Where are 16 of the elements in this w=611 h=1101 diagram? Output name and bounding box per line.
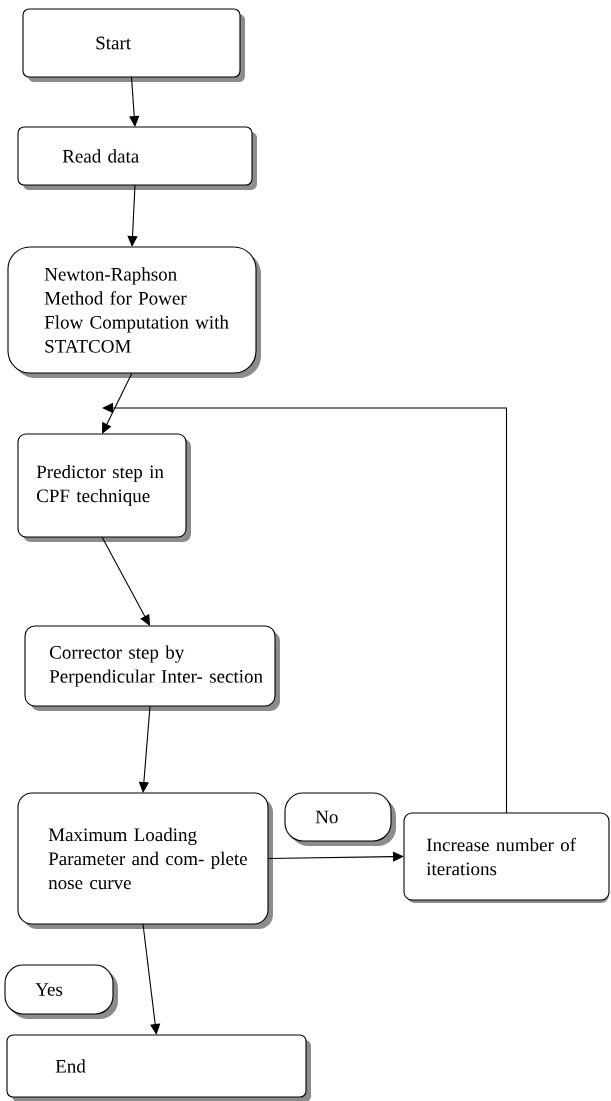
process-box: Read data <box>17 126 257 190</box>
decision-box: Maximum Loading Parameter and com- plete nose curve <box>17 792 273 929</box>
process-box: Predictor step in CPF technique <box>17 433 191 542</box>
arrow <box>267 851 404 862</box>
arrow <box>142 923 161 1035</box>
arrow <box>127 184 138 247</box>
process-box: Newton-Raphson Method for Power Flow Computation with STATCOM <box>7 246 261 378</box>
arrow <box>102 372 133 434</box>
branch-label: Yes <box>4 964 118 1019</box>
process-box: Corrector step by Perpendicular Inter- section <box>24 625 280 711</box>
terminal-box: End <box>6 1034 311 1101</box>
process-box: Increase number of iterations <box>403 812 610 903</box>
terminal-box: Start <box>22 8 245 82</box>
arrow <box>129 76 140 127</box>
branch-label: No <box>284 792 396 846</box>
arrow <box>101 536 150 626</box>
